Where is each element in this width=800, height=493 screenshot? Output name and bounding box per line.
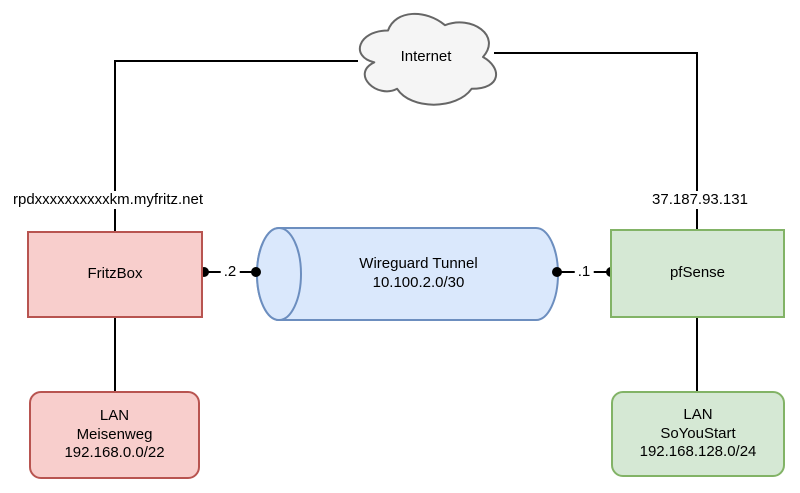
fritzbox-hostname-label: rpdxxxxxxxxxxkm.myfritz.net xyxy=(9,191,207,209)
lan-soyoustart-name: SoYouStart xyxy=(660,424,736,442)
lan-meisenweg-type: LAN xyxy=(99,406,130,424)
tunnel-cylinder-rim xyxy=(256,227,302,321)
connection-dot-tunnel-right xyxy=(552,267,562,277)
lan-soyoustart-node: LAN SoYouStart 192.168.128.0/24 xyxy=(611,391,785,477)
edge-internet-to-pfsense xyxy=(494,52,698,230)
pfsense-node: pfSense xyxy=(610,229,785,318)
pfsense-ip-label: 37.187.93.131 xyxy=(649,191,751,209)
tunnel-name-text: Wireguard Tunnel xyxy=(359,255,478,273)
lan-meisenweg-subnet: 192.168.0.0/22 xyxy=(64,444,165,462)
fritzbox-node-label: FritzBox xyxy=(87,265,143,283)
internet-label-text: Internet xyxy=(400,47,452,65)
lan-soyoustart-subnet: 192.168.128.0/24 xyxy=(639,443,757,461)
edge-internet-to-fritzbox xyxy=(114,60,358,232)
internet-cloud-label: Internet xyxy=(350,4,502,110)
tunnel-ip-fritzbox-end-label: .2 xyxy=(220,263,240,281)
tunnel-label: Wireguard Tunnel 10.100.2.0/30 xyxy=(301,228,536,320)
lan-soyoustart-type: LAN xyxy=(683,405,713,423)
fritzbox-node: FritzBox xyxy=(27,231,203,318)
connection-dot-tunnel-left xyxy=(251,267,261,277)
pfsense-node-label: pfSense xyxy=(669,264,726,282)
tunnel-subnet-text: 10.100.2.0/30 xyxy=(372,274,465,291)
lan-meisenweg-node: LAN Meisenweg 192.168.0.0/22 xyxy=(29,391,200,479)
internet-cloud-shape xyxy=(358,12,498,106)
lan-meisenweg-name: Meisenweg xyxy=(76,425,153,443)
tunnel-ip-pfsense-end-label: .1 xyxy=(574,263,594,281)
